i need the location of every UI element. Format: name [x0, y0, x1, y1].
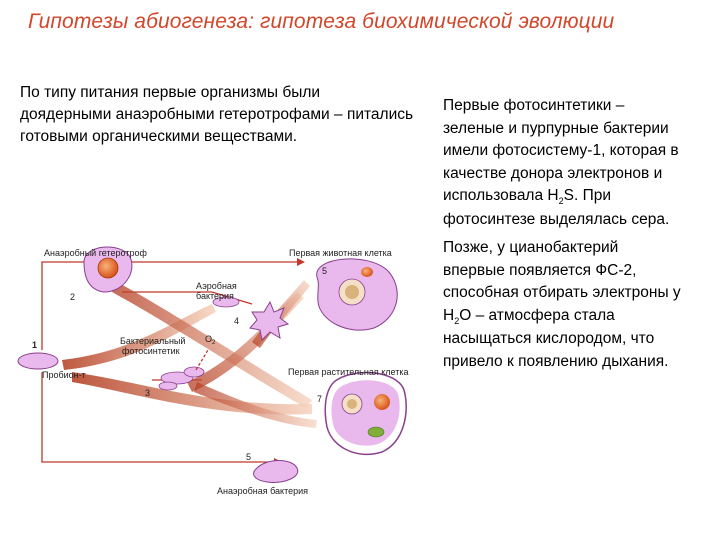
num-7: 7 — [317, 394, 322, 404]
p2-text-before: Позже, у цианобактерий впервые появляетс… — [443, 239, 681, 324]
label-first-plant-cell: Первая растительная клетка — [288, 367, 408, 377]
p2-text-after: O – атмосфера стала насыщаться кислородо… — [443, 306, 669, 370]
label-bacterial-photosynthetic-2: фотосинтетик — [122, 346, 180, 356]
first-plant-cell — [324, 371, 407, 456]
anaerobic-heterotroph-cell — [83, 246, 133, 293]
label-aerobic-bacterium-2: бактерия — [196, 291, 234, 301]
oxygen-arrow — [195, 349, 209, 371]
evolution-arrows — [62, 280, 317, 428]
p1-subscript: 2 — [558, 196, 564, 206]
label-probiont: Пробион-т — [42, 370, 86, 380]
label-anaerobic-heterotroph: Анаэробный гетеротроф — [44, 248, 147, 258]
num-1: 1 — [32, 340, 37, 350]
o2-sub: 2 — [212, 340, 216, 346]
num-5-animal: 5 — [322, 266, 327, 276]
anaerobic-bacterium-cell — [253, 460, 299, 483]
o2-text: O — [205, 334, 212, 344]
p2-subscript: 2 — [454, 315, 460, 326]
num-3: 3 — [145, 388, 150, 398]
page-title: Гипотезы абиогенеза: гипотеза биохимичес… — [28, 10, 615, 33]
p1-text-after: S. При фотосинтезе выделялась сера. — [443, 187, 670, 228]
label-first-animal-cell: Первая животная клетка — [289, 248, 392, 258]
right-column: Первые фотосинтетики – зеленые и пурпурн… — [443, 95, 683, 379]
label-aerobic-bacterium-1: Аэробная — [196, 281, 237, 291]
label-anaerobic-bacterium: Анаэробная бактерия — [217, 486, 308, 496]
evolution-diagram: Анаэробный гетеротроф Первая животная кл… — [17, 246, 408, 496]
num-4: 4 — [234, 316, 239, 326]
num-5-anaerobic: 5 — [246, 452, 251, 462]
num-2: 2 — [70, 292, 75, 302]
intro-text: По типу питания первые организмы были до… — [20, 84, 414, 145]
paragraph-photosynthetics: Первые фотосинтетики – зеленые и пурпурн… — [443, 95, 683, 231]
label-bacterial-photosynthetic-1: Бактериальный — [120, 336, 185, 346]
label-o2: O2 — [205, 334, 216, 346]
bacterial-photosynthetic-cells — [158, 366, 205, 391]
p1-text-before: Первые фотосинтетики – зеленые и пурпурн… — [443, 97, 679, 204]
first-animal-cell — [316, 258, 398, 331]
paragraph-cyanobacteria: Позже, у цианобактерий впервые появляетс… — [443, 237, 683, 373]
aerobic-bacterium-cell — [212, 296, 240, 308]
probiont-cell — [17, 352, 59, 370]
star-cell — [249, 300, 290, 342]
